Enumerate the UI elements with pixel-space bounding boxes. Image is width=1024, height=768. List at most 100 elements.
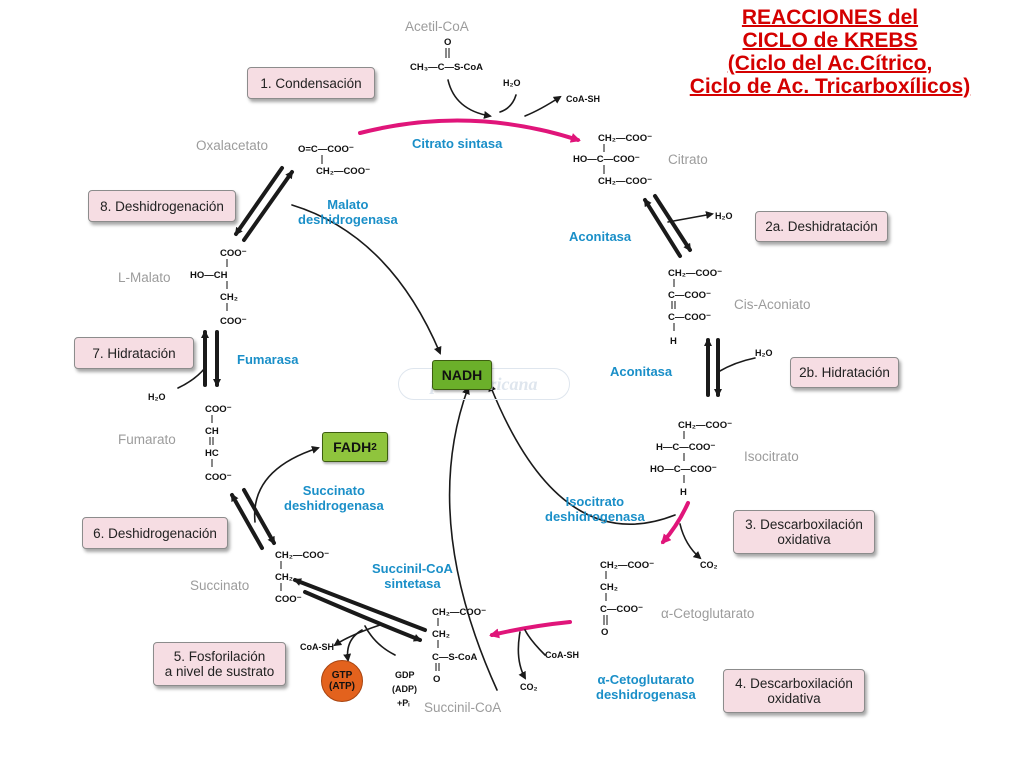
arrow-h2o-in-7 [177,367,206,389]
enzyme-cetoglutarato-deshidrogenasa: α-Cetoglutarato deshidrogenasa [596,672,696,702]
metabolite-cetoglutarato: α-Cetoglutarato [661,606,755,621]
svg-text:CH: CH [205,426,219,437]
coash-label-1: CoA-SH [566,94,600,104]
title-line-3: (Ciclo del Ac.Cítrico, [727,52,933,75]
svg-text:O=C—COO⁻: O=C—COO⁻ [298,144,354,155]
co2-label-3: CO₂ [700,560,718,570]
svg-text:CH₂—COO⁻: CH₂—COO⁻ [275,550,329,561]
arrow-h2o-in-1 [499,94,517,113]
structure-succinato: CH₂—COO⁻ CH₂ COO⁻ [275,550,329,605]
arrow-malato-to-nadh [291,204,442,355]
step-7-label: 7. Hidratación [92,345,176,361]
svg-text:CH₂—COO⁻: CH₂—COO⁻ [432,607,486,618]
step-3-label-2: oxidativa [777,532,831,547]
arrow-isocitrate-decarb [661,501,690,545]
structure-l-malato: COO⁻ HO—CH CH₂ COO⁻ [190,248,247,327]
structure-succinil-coa: CH₂—COO⁻ CH₂ C—S-CoA O [432,607,486,685]
slide-title: REACCIONES del CICLO de KREBS (Ciclo del… [640,6,1020,98]
structure-citrato: CH₂—COO⁻ HO—C—COO⁻ CH₂—COO⁻ [573,133,652,187]
svg-text:COO⁻: COO⁻ [220,248,247,259]
enzyme-malato-line1: Malato [327,197,369,212]
step-1-label: 1. Condensación [260,75,362,91]
svg-text:O: O [601,627,608,638]
svg-text:CH₂—COO⁻: CH₂—COO⁻ [316,166,370,177]
structure-acetil-coa: O CH₃—C—S-CoA [410,37,483,73]
svg-text:COO⁻: COO⁻ [205,404,232,415]
gtp-label: GTP [331,670,353,681]
enzyme-isocitrato-deshidrogenasa: Isocitrato deshidrogenasa [545,494,645,524]
svg-text:CH₂—COO⁻: CH₂—COO⁻ [668,268,722,279]
arrow-gdp-in-5 [364,625,396,656]
arrow-succcoa-to-succ [293,578,427,632]
arrow-oxa-to-mal [234,166,284,236]
title-line-2: CICLO de KREBS [742,29,918,52]
step-4-label-1: 4. Descarboxilación [735,676,853,691]
step-4-descarboxilacion: 4. Descarboxilación oxidativa [723,669,865,713]
arrow-coash-out-5 [333,624,381,647]
step-4-label-2: oxidativa [767,691,821,706]
arrow-succ-to-succcoa [303,590,422,642]
step-8-deshidrogenacion: 8. Deshidrogenación [88,190,236,222]
metabolite-cis-aconiato: Cis-Aconiato [734,297,811,312]
nadh-badge: NADH [432,360,492,390]
svg-text:COO⁻: COO⁻ [205,472,232,483]
title-line-1: REACCIONES del [741,6,919,29]
enzyme-cetoglut-line2: deshidrogenasa [596,687,696,702]
enzyme-malato-line2: deshidrogenasa [298,212,398,227]
svg-text:O: O [433,674,440,685]
step-2a-deshidratacion: 2a. Deshidratación [755,211,888,242]
adp-label: (ADP) [392,684,417,694]
fadh2-subscript: 2 [371,441,377,453]
metabolite-l-malato: L-Malato [118,270,171,285]
svg-text:O: O [444,37,451,48]
arrow-coash-out-1 [524,95,562,117]
arrow-condensation [358,118,581,143]
metabolite-fumarato: Fumarato [118,432,176,447]
atp-label: (ATP) [329,681,355,692]
title-line-4: Ciclo de Ac. Tricarboxílicos) [689,75,971,98]
svg-text:C—COO⁻: C—COO⁻ [600,604,643,615]
arrow-coash-in-4 [524,629,546,656]
svg-text:CH₂—COO⁻: CH₂—COO⁻ [598,133,652,144]
svg-text:COO⁻: COO⁻ [275,594,302,605]
svg-text:CH₂: CH₂ [275,572,293,583]
arrow-mal-to-oxa [242,170,294,242]
svg-text:C—COO⁻: C—COO⁻ [668,312,711,323]
arrow-succ-to-fum [230,493,264,550]
svg-text:COO⁻: COO⁻ [220,316,247,327]
step-3-label-1: 3. Descarboxilación [745,517,863,532]
arrow-h2o-in-2b [717,357,756,373]
svg-text:CH₂: CH₂ [432,629,450,640]
enzyme-aconitasa-1: Aconitasa [569,229,632,244]
coash-label-5: CoA-SH [300,642,334,652]
step-6-label: 6. Deshidrogenación [93,525,217,541]
svg-text:CH₂: CH₂ [220,292,238,303]
arrow-acetylcoa-in [447,79,492,119]
enzyme-isocitrato-line2: deshidrogenasa [545,509,645,524]
svg-text:C—COO⁻: C—COO⁻ [668,290,711,301]
step-5-label-1: 5. Fosforilación [173,649,266,664]
arrow-gtp-out-5 [343,629,363,662]
arrow-h2o-out-2a [667,211,714,223]
svg-text:CH₂—COO⁻: CH₂—COO⁻ [678,420,732,431]
enzyme-succinato-line2: deshidrogenasa [284,498,384,513]
svg-text:H: H [680,487,687,498]
gtp-atp-circle: GTP (ATP) [321,660,363,702]
arrow-co2-out-3 [679,523,702,560]
enzyme-succoa-line1: Succinil-CoA [372,561,453,576]
arrow-isocitrato-to-nadh [488,383,676,525]
arrow-cetoglut-to-nadh [448,386,498,691]
fadh2-label: FADH [333,439,372,455]
step-2a-label: 2a. Deshidratación [765,219,878,234]
nadh-label: NADH [441,367,483,383]
svg-text:CH₃—C—S-CoA: CH₃—C—S-CoA [410,62,483,73]
arrow-co2-out-4 [517,631,526,680]
metabolite-succinil-coa: Succinil-CoA [424,700,502,715]
arrow-cetoglut-decarb [489,620,572,639]
svg-text:HO—C—COO⁻: HO—C—COO⁻ [573,154,640,165]
svg-text:HC: HC [205,448,219,459]
svg-text:CH₂—COO⁻: CH₂—COO⁻ [600,560,654,571]
